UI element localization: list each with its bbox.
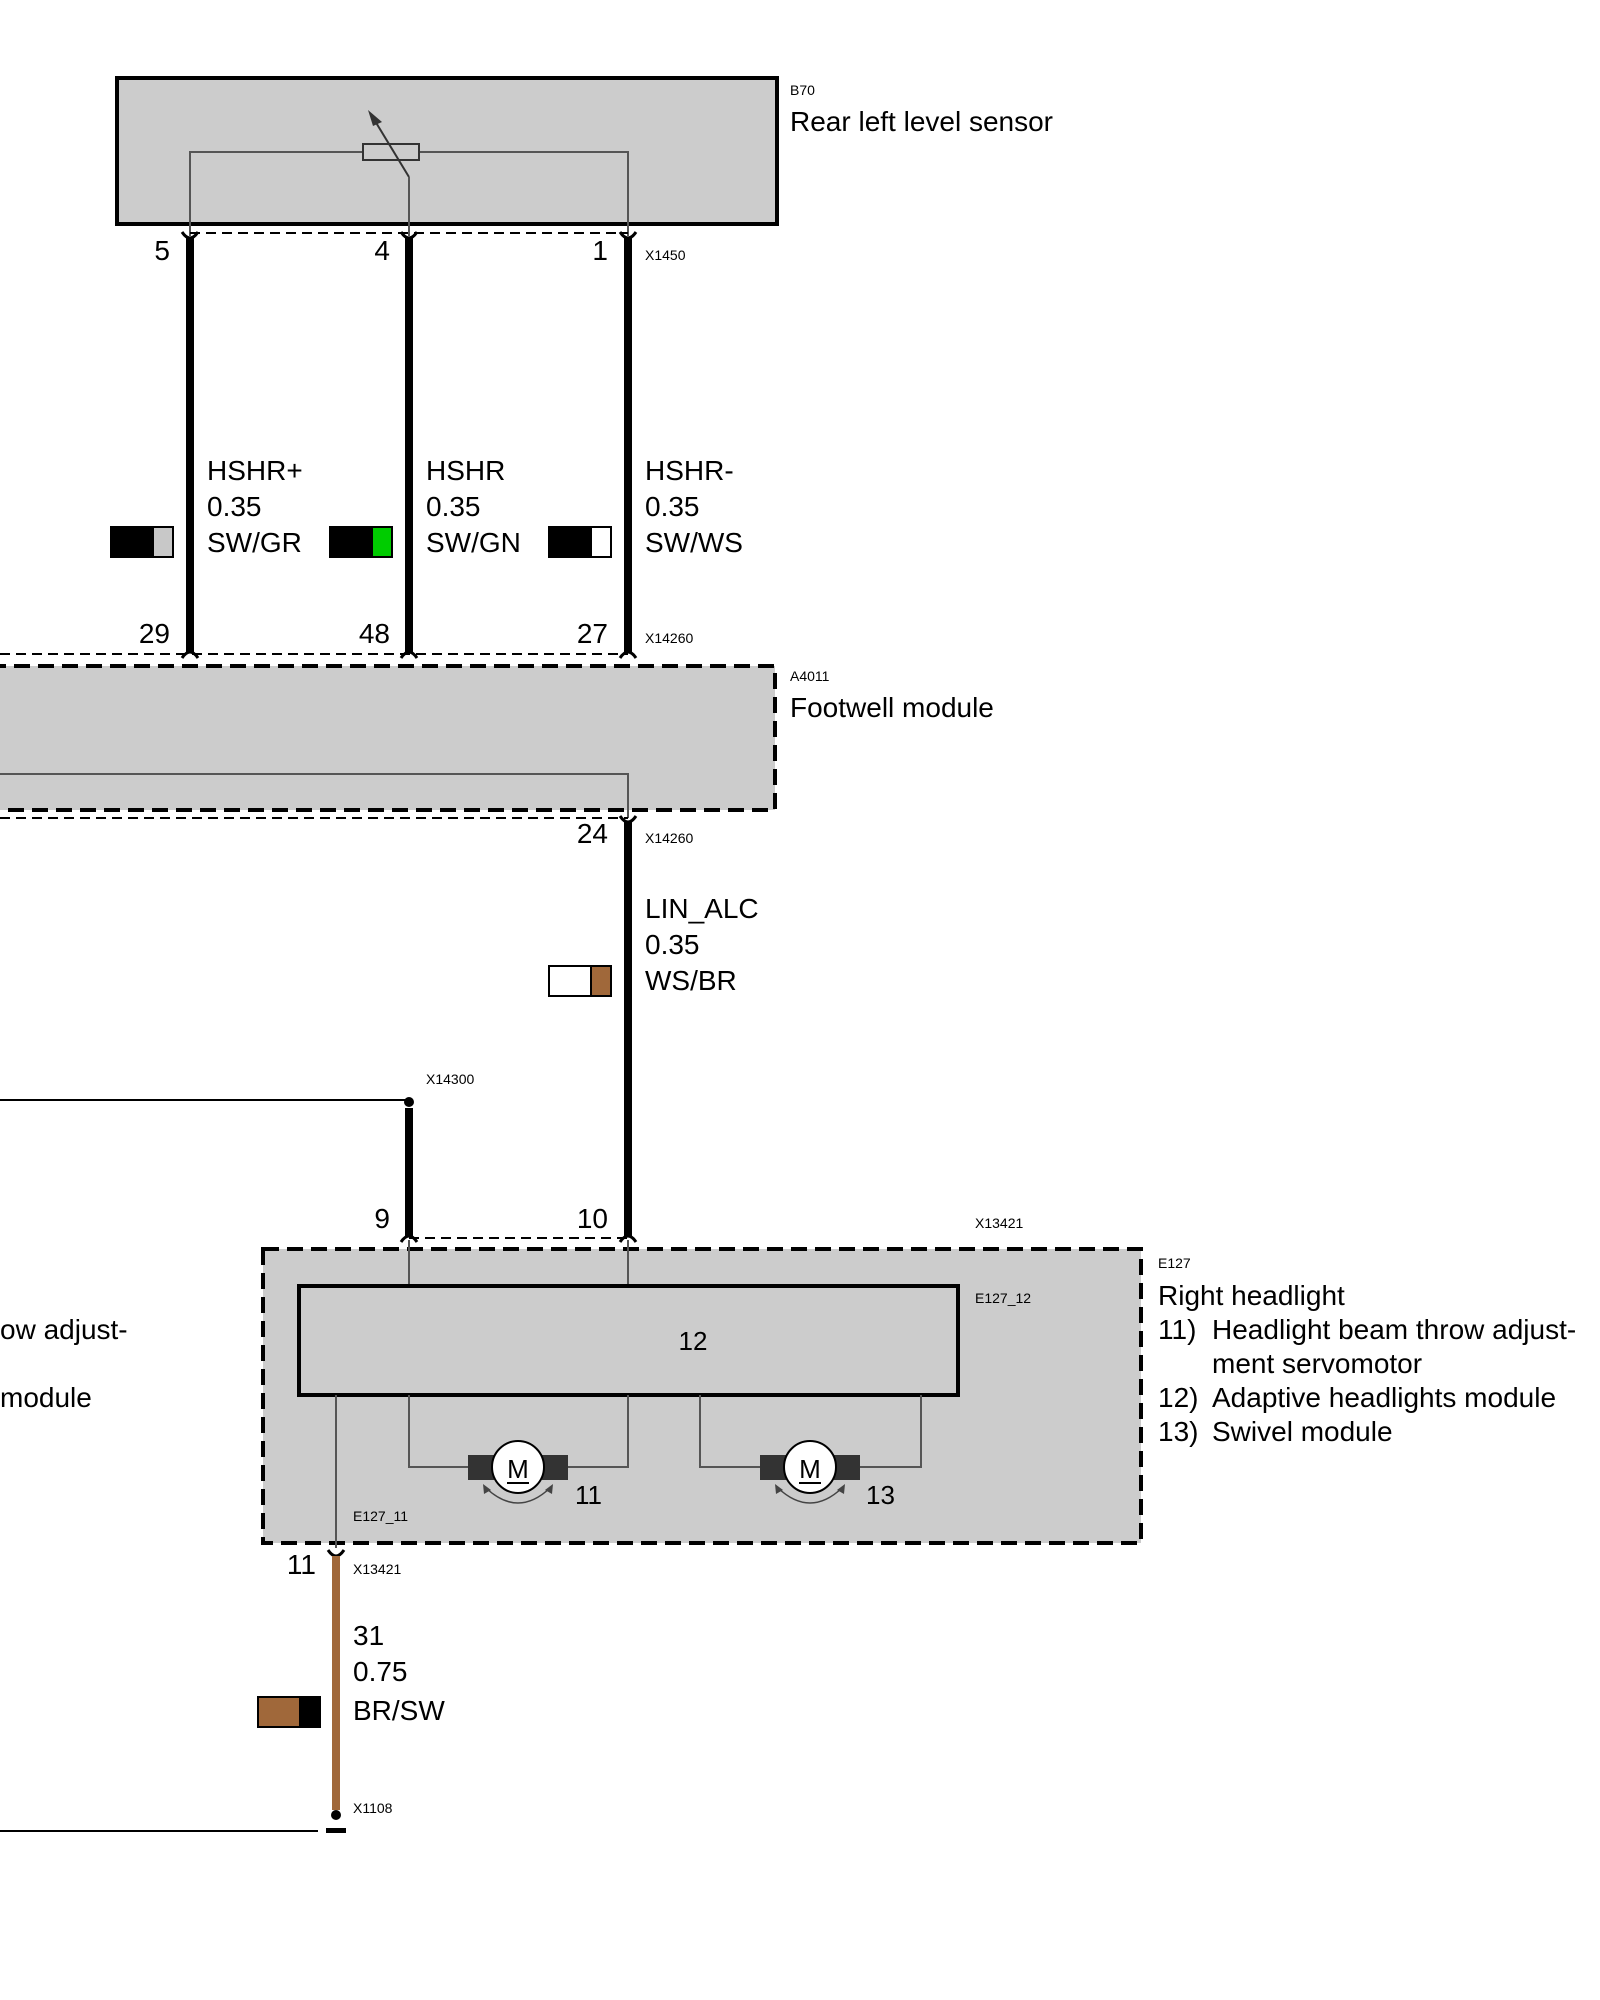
- wire-3-signal: HSHR-: [645, 455, 734, 486]
- wire-4-color-swatch-a: [548, 965, 592, 997]
- potentiometer-arrow-icon: [371, 115, 410, 178]
- a4011-pin-27: 27: [577, 618, 608, 649]
- wire-2-color-swatch-a: [329, 526, 373, 558]
- left-partial-text-2: module: [0, 1382, 92, 1413]
- component-a4011: A4011 Footwell module X14260 29 48 27 X1…: [0, 618, 994, 849]
- wire-lin-alc: LIN_ALC 0.35 WS/BR: [548, 815, 759, 1243]
- a4011-internal-line: [0, 773, 629, 818]
- splice-x14300: X14300: [0, 1071, 474, 1243]
- b70-internal-right: [419, 151, 629, 236]
- wire-3-color-swatch-a: [548, 526, 592, 558]
- wire-2-gauge: 0.35: [426, 491, 481, 522]
- wire-3-color: SW/WS: [645, 527, 743, 558]
- potentiometer-icon: [362, 143, 420, 161]
- wire-4-color: WS/BR: [645, 965, 737, 996]
- a4011-name: Footwell module: [790, 692, 994, 723]
- wire-1-signal: HSHR+: [207, 455, 303, 486]
- b70-connector: X1450: [645, 247, 686, 263]
- legend-13-num: 13): [1158, 1416, 1198, 1447]
- e127-11-code: E127_11: [353, 1508, 408, 1524]
- wire-5-signal: 31: [353, 1620, 384, 1651]
- motor-13-label: 13: [866, 1480, 895, 1510]
- wire-hshr-minus: HSHR- 0.35 SW/WS: [548, 231, 743, 659]
- legend-11-line1: Headlight beam throw adjust-: [1212, 1314, 1576, 1345]
- a4011-code: A4011: [790, 668, 830, 684]
- b70-pin-4: 4: [374, 235, 390, 266]
- wire-hshr: HSHR 0.35 SW/GN: [329, 231, 521, 659]
- wire-5-color-swatch-a: [257, 1696, 301, 1728]
- a4011-box: [0, 664, 777, 812]
- wire-4-signal: LIN_ALC: [645, 893, 759, 924]
- a4011-pin-29: 29: [139, 618, 170, 649]
- b70-code: B70: [790, 82, 815, 98]
- a4011-connector-out: X14260: [645, 830, 693, 846]
- wire-1-color: SW/GR: [207, 527, 302, 558]
- a4011-fill: [0, 666, 775, 810]
- svg-text:M: M: [507, 1454, 529, 1484]
- wire-1-color-swatch-b: [152, 526, 174, 558]
- svg-text:M: M: [799, 1454, 821, 1484]
- legend-11-line2: ment servomotor: [1212, 1348, 1422, 1379]
- x14300-dot: [404, 1097, 414, 1107]
- splice-x1108: X1108: [0, 1800, 393, 1833]
- b70-name: Rear left level sensor: [790, 106, 1053, 137]
- wire-5-color: BR/SW: [353, 1695, 445, 1726]
- a4011-pin-48: 48: [359, 618, 390, 649]
- legend-13-line1: Swivel module: [1212, 1416, 1393, 1447]
- e127-pin-10: 10: [577, 1203, 608, 1234]
- b70-pin-1: 1: [592, 235, 608, 266]
- wire-1-gauge: 0.35: [207, 491, 262, 522]
- wire-3-gauge: 0.35: [645, 491, 700, 522]
- legend-12-num: 12): [1158, 1382, 1198, 1413]
- wire-2-color-swatch-b: [371, 526, 393, 558]
- wire-ground-31: 11 X13421 31 0.75 BR/SW: [257, 1549, 445, 1810]
- legend-12-line1: Adaptive headlights module: [1212, 1382, 1556, 1413]
- a4011-pin-24: 24: [577, 818, 608, 849]
- e127-code: E127: [1158, 1255, 1191, 1271]
- b70-pin-5: 5: [154, 235, 170, 266]
- wire-5-color-swatch-b: [299, 1696, 321, 1728]
- x14300-label: X14300: [426, 1071, 474, 1087]
- wire-4-color-swatch-b: [590, 965, 612, 997]
- x1108-dot: [331, 1810, 341, 1820]
- module-12-label: 12: [679, 1326, 708, 1356]
- component-b70: B70 Rear left level sensor X1450 5 4 1: [115, 76, 1053, 266]
- adaptive-headlights-module-box: [297, 1284, 960, 1397]
- potentiometer-arrowhead-icon: [368, 110, 382, 126]
- wire-5-gauge: 0.75: [353, 1656, 408, 1687]
- e127-name: Right headlight: [1158, 1280, 1345, 1311]
- module-12-code: E127_12: [975, 1290, 1031, 1306]
- e127-connector: X13421: [975, 1215, 1023, 1231]
- wire-2-signal: HSHR: [426, 455, 505, 486]
- e127-pin-11: 11: [287, 1549, 316, 1580]
- wire-2-color: SW/GN: [426, 527, 521, 558]
- component-e127: X13421 9 10 12 E127_12 M 11 M: [0, 1203, 1576, 1548]
- b70-internal-left: [189, 151, 363, 236]
- x1108-label: X1108: [353, 1800, 393, 1816]
- legend-11-num: 11): [1158, 1314, 1196, 1345]
- left-partial-text-1: ow adjust-: [0, 1314, 128, 1345]
- swivel-motor-13-icon: M: [760, 1440, 860, 1504]
- wire-hshr-plus: HSHR+ 0.35 SW/GR: [110, 231, 303, 659]
- a4011-connector-in: X14260: [645, 630, 693, 646]
- motor-11-label: 11: [575, 1480, 602, 1510]
- wire-1-color-swatch-a: [110, 526, 154, 558]
- e127-ground-connector: X13421: [353, 1561, 401, 1577]
- wire-4-gauge: 0.35: [645, 929, 700, 960]
- wire-3-color-swatch-b: [590, 526, 612, 558]
- servomotor-11-icon: M: [468, 1440, 568, 1504]
- x1108-bar: [326, 1828, 346, 1833]
- e127-pin-9: 9: [374, 1203, 390, 1234]
